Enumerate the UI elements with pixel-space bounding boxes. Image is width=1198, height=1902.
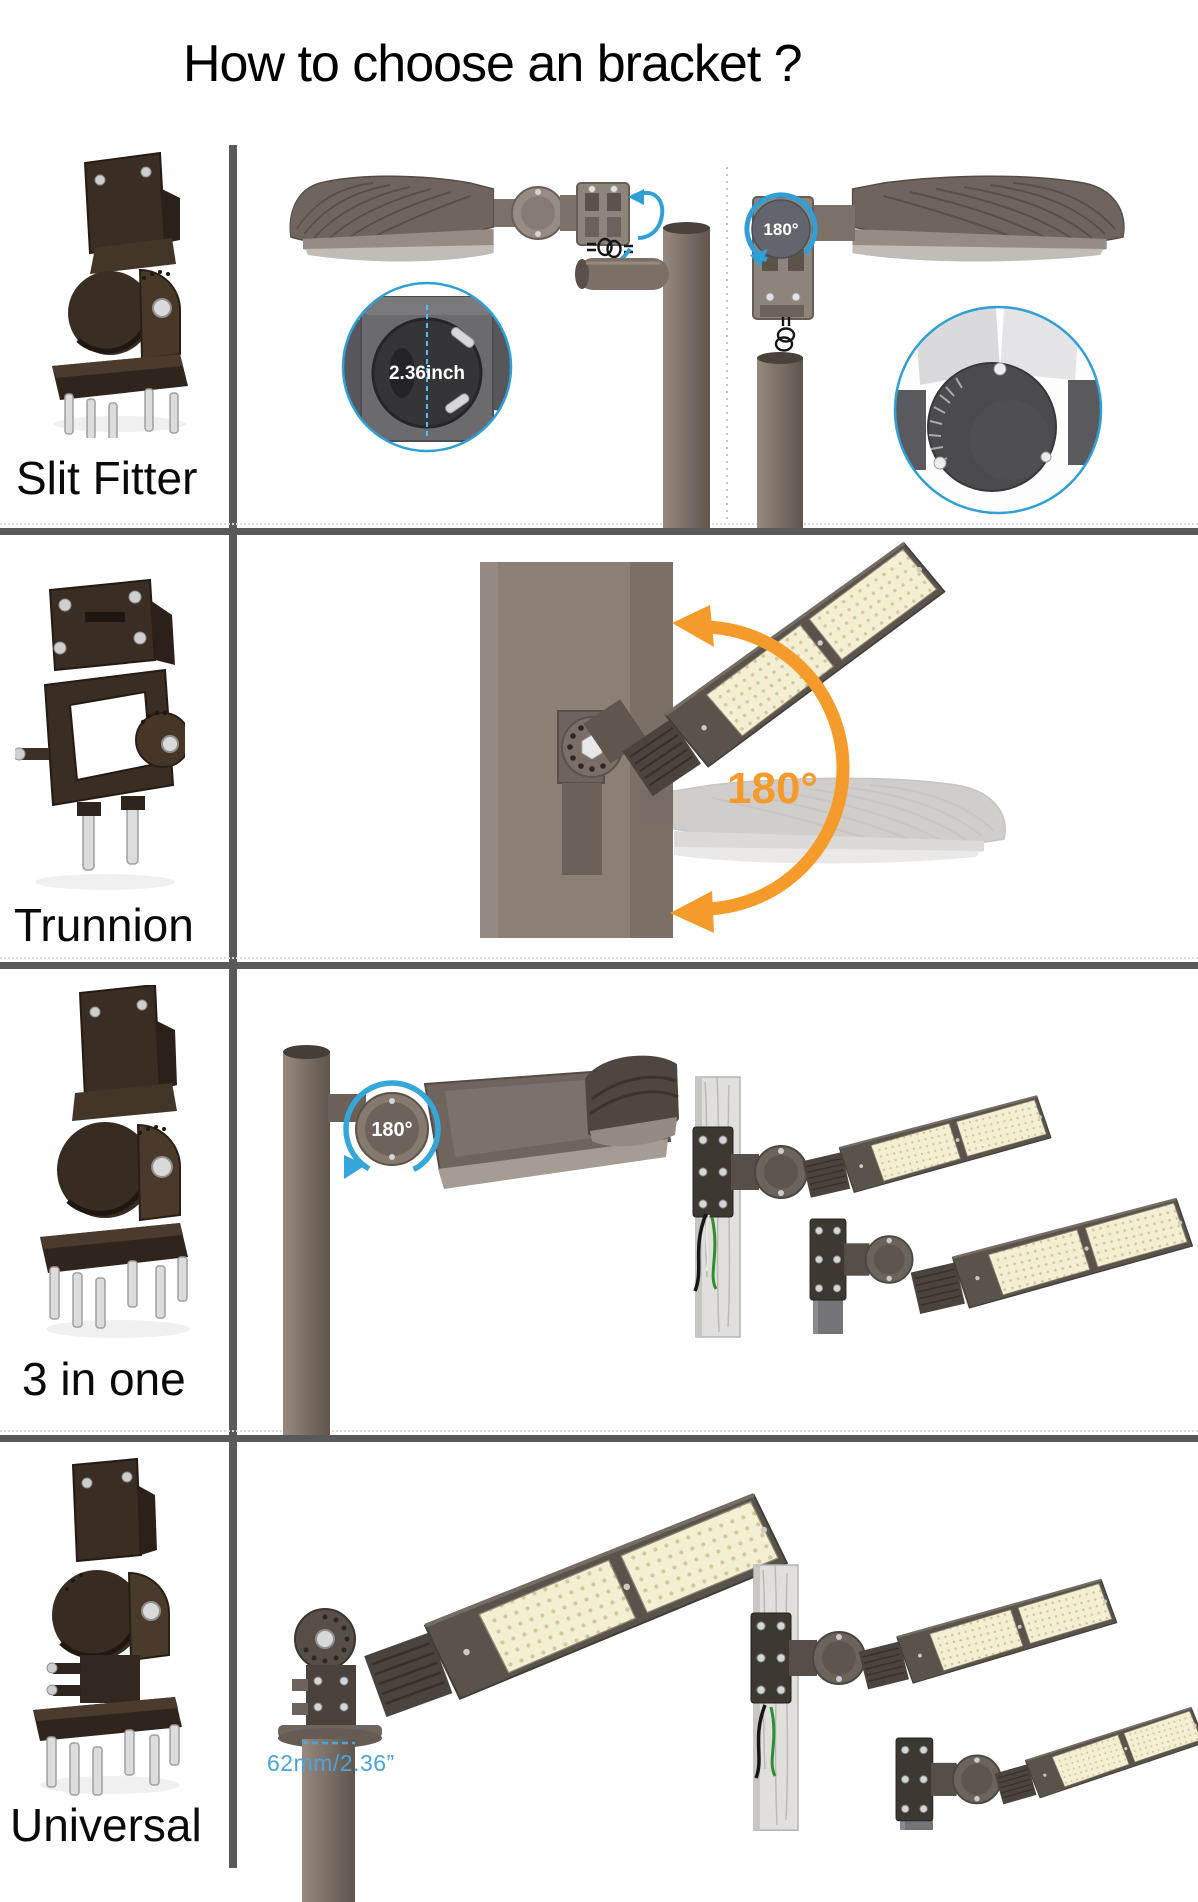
- size-callout-62mm: 62mm/2.36”: [267, 1750, 395, 1776]
- 3-in-one-diagram: 180°: [283, 1045, 1196, 1435]
- row-edge-dots-1: [0, 523, 1198, 525]
- trunnion-diagram: 180°: [480, 538, 1007, 938]
- fixture-rotate-illustration: 180°: [744, 175, 1126, 528]
- slit-fitter-diagram: 2.36inch 180°: [288, 167, 1126, 528]
- universal-product-photo: [33, 1457, 182, 1796]
- svg-text:180°: 180°: [727, 764, 818, 813]
- trunnion-product-photo: [15, 578, 185, 890]
- bracket-label-slit-fitter: Slit Fitter: [16, 452, 198, 504]
- wire-white: [705, 1214, 710, 1272]
- wire-black: [693, 1213, 708, 1292]
- row-divider-1: [0, 528, 1198, 535]
- fixture-tilted: [583, 538, 954, 804]
- rotation-badge-180: 180°: [744, 192, 818, 267]
- row-edge-dots-3: [0, 1430, 1198, 1432]
- 3-in-one-product-photo: [40, 985, 190, 1338]
- wire-black: [754, 1704, 767, 1779]
- universal-diagram: 62mm/2.36”: [267, 1490, 1198, 1902]
- zoom-circle-slipfitter-opening: 2.36inch: [341, 281, 513, 453]
- row-divider-2: [0, 962, 1198, 969]
- wood-post-mount: [692, 1076, 1055, 1338]
- pole-top-mount-illustration: 62mm/2.36”: [267, 1490, 795, 1902]
- rotation-arc-180: 180°: [670, 605, 850, 933]
- fixture-ghost-position: [640, 777, 1007, 865]
- bracket-label-3-in-one: 3 in one: [22, 1353, 186, 1405]
- svg-text:180°: 180°: [763, 220, 798, 239]
- pole-with-tenon: [575, 222, 710, 528]
- square-pole-mount: [809, 1196, 1196, 1334]
- wire-green: [769, 1706, 777, 1777]
- square-pole-mount: [895, 1705, 1198, 1830]
- row-divider-3: [0, 1435, 1198, 1442]
- bracket-label-universal: Universal: [10, 1799, 202, 1851]
- row-edge-dots-2: [0, 957, 1198, 959]
- slip-fitter-plate: [576, 182, 630, 246]
- pole-vertical: [757, 352, 803, 528]
- zoom-circle-dial: [893, 305, 1103, 515]
- fixture-side-illustration: [288, 175, 630, 263]
- size-callout-2-36inch: 2.36inch: [389, 363, 465, 384]
- wire-green: [710, 1216, 718, 1290]
- svg-text:180°: 180°: [371, 1119, 412, 1141]
- column-divider: [229, 145, 237, 1868]
- slit-fitter-product-photo: [52, 151, 188, 438]
- bracket-label-trunnion: Trunnion: [14, 899, 194, 951]
- rotation-badge-180: 180°: [343, 1080, 441, 1179]
- attach-arrow-top-icon: [628, 189, 665, 240]
- fixture-rear-view: [585, 1055, 679, 1147]
- wood-post-mount: [750, 1564, 1121, 1831]
- page-title: How to choose an bracket ?: [183, 35, 803, 93]
